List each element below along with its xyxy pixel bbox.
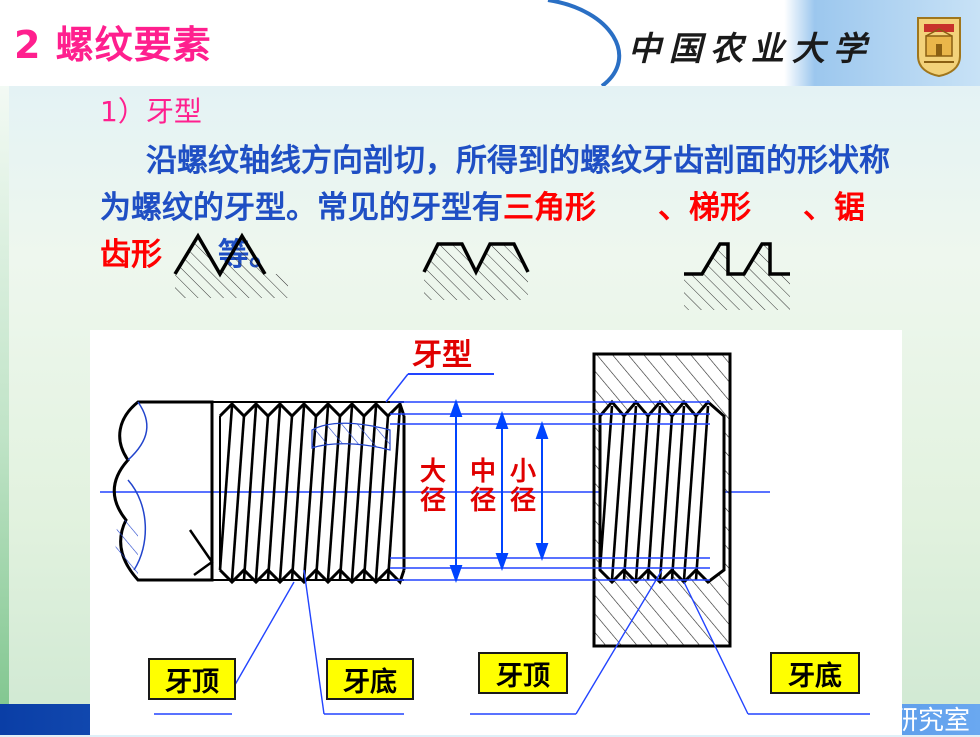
- callout-bolt-root: 牙底: [326, 658, 414, 700]
- triangle-thread-profile-icon: [173, 232, 288, 298]
- footer-text: 研究室: [891, 706, 970, 736]
- callout-nut-root: 牙底: [770, 652, 860, 694]
- profile-type-triangle: 三角形: [503, 190, 596, 226]
- sawtooth-thread-profile-icon: [684, 242, 790, 310]
- profile-type-trapezoid: 、梯形: [658, 190, 751, 226]
- left-accent-strip: [0, 0, 9, 735]
- paragraph-lead-text: 沿螺纹轴线方向剖切，所得到的螺纹牙齿剖面的形状称为螺纹的牙型。常见的牙型有: [100, 143, 890, 226]
- thread-profile-label: 牙型: [412, 338, 472, 373]
- section-subheading: 1）牙型: [100, 95, 202, 128]
- dimension-lines: [449, 399, 549, 583]
- header-band: [0, 0, 980, 86]
- trapezoid-thread-profile-icon: [422, 242, 530, 300]
- university-seal-icon: [917, 17, 961, 78]
- thread-diagram: [100, 352, 870, 715]
- university-brand: 中国农业大学: [628, 29, 874, 68]
- nut-thread-lines: [598, 405, 710, 581]
- pitch-diameter-label: 中径: [469, 457, 496, 516]
- thread-diagram-panel: 牙型 大径 中径 小径 牙顶 牙底 牙顶 牙底: [90, 330, 902, 735]
- callout-leaders: [154, 569, 870, 715]
- minor-diameter-label: 小径: [509, 457, 536, 516]
- page-title: 2 螺纹要素: [14, 23, 212, 67]
- callout-nut-crest: 牙顶: [478, 652, 568, 694]
- profile-type-sawtooth: 、锯齿形: [100, 190, 865, 273]
- bolt-thread-lines: [218, 405, 402, 581]
- callout-bolt-crest: 牙顶: [148, 658, 236, 700]
- major-diameter-label: 大径: [419, 457, 446, 516]
- definition-paragraph: 沿螺纹轴线方向剖切，所得到的螺纹牙齿剖面的形状称为螺纹的牙型。常见的牙型有三角形…: [100, 138, 890, 279]
